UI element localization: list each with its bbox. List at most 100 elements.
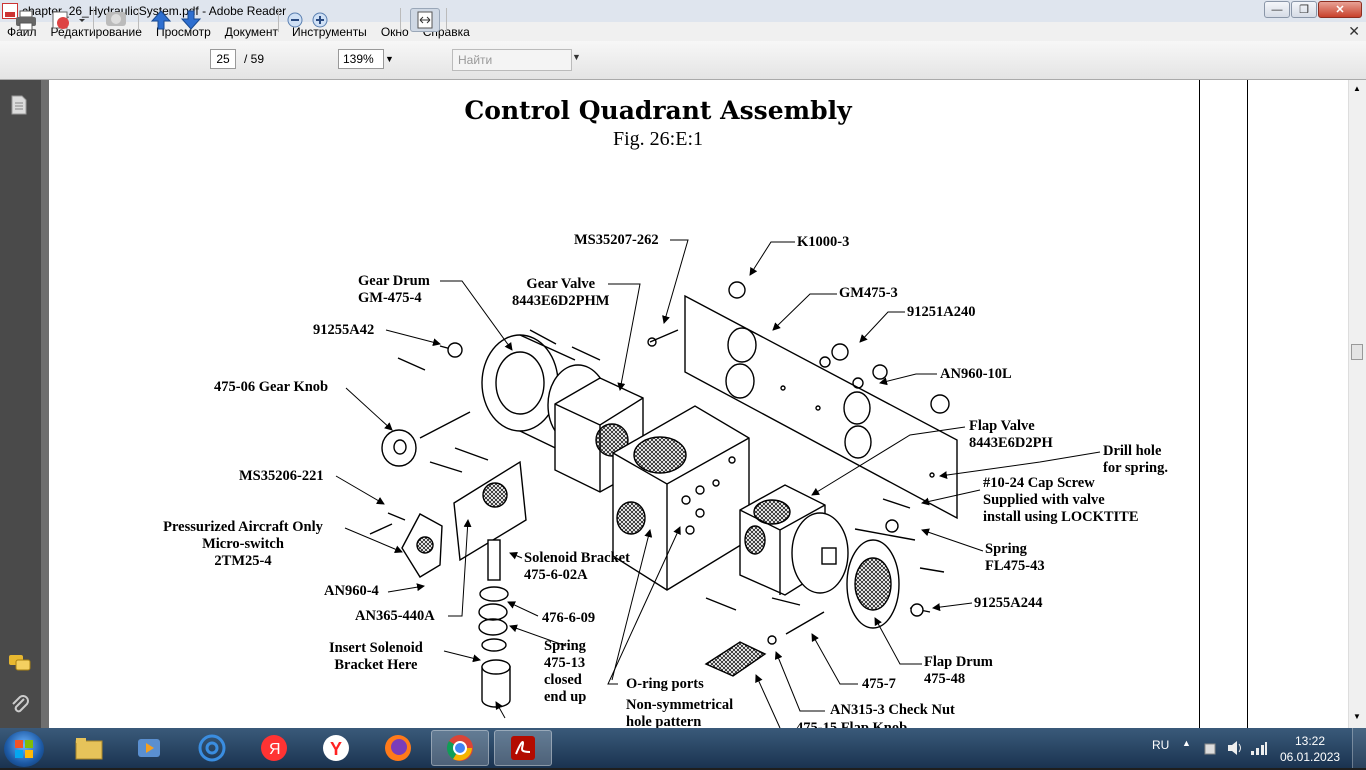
zoom-dropdown-icon[interactable]: ▼ xyxy=(385,54,394,64)
label-91251a240: 91251A240 xyxy=(907,304,976,320)
zoom-out-button[interactable] xyxy=(285,8,305,32)
label-flap-valve: Flap Valve 8443E6D2PH xyxy=(969,418,1053,451)
label-check-nut: AN315-3 Check Nut xyxy=(830,702,955,718)
share-button[interactable] xyxy=(48,8,86,32)
scrollbar-thumb[interactable] xyxy=(1351,344,1363,360)
label-cap-screw: #10-24 Cap Screw Supplied with valve ins… xyxy=(983,475,1139,525)
network-signal-icon[interactable] xyxy=(1250,740,1268,756)
arrow-up-icon xyxy=(150,10,172,30)
pdf-app-icon xyxy=(2,3,18,19)
taskbar-adobe-reader[interactable] xyxy=(494,730,552,766)
print-button[interactable] xyxy=(12,8,40,32)
safely-remove-icon[interactable] xyxy=(1202,740,1218,756)
label-476-6-09: 476-6-09 xyxy=(542,610,596,626)
maximize-button[interactable]: ❐ xyxy=(1291,1,1317,18)
menu-view[interactable]: Просмотр xyxy=(155,24,211,39)
zoom-in-button[interactable] xyxy=(310,8,330,32)
next-page-button[interactable] xyxy=(178,8,204,32)
zoom-level-input[interactable]: 139% xyxy=(338,49,384,69)
label-475-7: 475-7 xyxy=(862,676,896,692)
figure-subtitle: Fig. 26:E:1 xyxy=(612,128,703,150)
mail-at-icon xyxy=(198,734,226,762)
taskbar-chrome[interactable] xyxy=(431,730,489,766)
taskbar-yandex-browser[interactable]: Y xyxy=(307,730,365,766)
pages-panel-icon[interactable] xyxy=(9,94,29,116)
label-k1000-3: K1000-3 xyxy=(797,234,850,250)
label-gear-valve: Gear Valve 8443E6D2PHM xyxy=(512,276,610,309)
find-input[interactable]: Найти xyxy=(452,49,572,71)
show-desktop-button[interactable] xyxy=(1352,728,1366,768)
yandex-icon: Я xyxy=(261,735,287,761)
label-91255a42: 91255A42 xyxy=(313,322,375,338)
label-spring-fl475-43: Spring FL475-43 xyxy=(985,541,1045,574)
comment-button[interactable] xyxy=(102,8,130,32)
taskbar-mail[interactable] xyxy=(183,730,241,766)
yandex-browser-icon: Y xyxy=(323,735,349,761)
label-solenoid-bracket: Solenoid Bracket 475-6-02A xyxy=(524,550,630,583)
page-total: / 59 xyxy=(244,52,265,66)
taskbar-clock[interactable]: 13:22 06.01.2023 xyxy=(1280,733,1340,765)
clock-date: 06.01.2023 xyxy=(1280,750,1341,764)
adobe-reader-icon xyxy=(511,736,535,760)
language-indicator[interactable]: RU xyxy=(1152,738,1170,752)
fit-width-button[interactable] xyxy=(410,8,440,32)
menu-tools[interactable]: Инструменты xyxy=(291,24,367,39)
fit-width-icon xyxy=(417,11,433,29)
media-player-icon xyxy=(138,739,160,757)
tray-expand-icon[interactable]: ▲ xyxy=(1182,738,1191,748)
firefox-icon xyxy=(385,735,411,761)
zoom-in-icon xyxy=(312,12,328,28)
taskbar-firefox[interactable] xyxy=(369,730,427,766)
taskbar-media-player[interactable] xyxy=(120,730,178,766)
clock-time: 13:22 xyxy=(1294,734,1326,748)
menu-window[interactable]: Окно xyxy=(380,24,409,39)
label-micro-switch: Pressurized Aircraft Only Micro-switch 2… xyxy=(163,519,323,569)
label-ms35207-262: MS35207-262 xyxy=(574,232,659,248)
label-ms35206-221: MS35206-221 xyxy=(239,468,324,484)
find-dropdown-icon[interactable]: ▼ xyxy=(572,52,581,62)
label-an960-10l: AN960-10L xyxy=(940,366,1012,382)
close-button[interactable]: ✕ xyxy=(1318,1,1362,18)
svg-text:Y: Y xyxy=(330,739,342,759)
page-number-input[interactable]: 25 xyxy=(210,49,236,69)
zoom-out-icon xyxy=(287,12,303,28)
comments-panel-icon[interactable] xyxy=(8,653,32,673)
windows-logo-icon xyxy=(15,740,33,758)
share-icon xyxy=(52,11,85,29)
svg-text:Я: Я xyxy=(269,741,281,758)
volume-icon[interactable] xyxy=(1226,740,1244,756)
label-non-symmetrical: Non-symmetrical hole pattern xyxy=(626,697,734,728)
vertical-scrollbar[interactable]: ▲ ▼ xyxy=(1348,80,1366,728)
minimize-button[interactable]: — xyxy=(1264,1,1290,18)
previous-page-button[interactable] xyxy=(148,8,174,32)
navigation-panel xyxy=(0,80,41,728)
start-button[interactable] xyxy=(4,731,44,767)
close-document-icon[interactable]: ✕ xyxy=(1348,23,1360,39)
taskbar-yandex[interactable]: Я xyxy=(245,730,303,766)
window-title: chapter_26_HydraulicSystem.pdf - Adobe R… xyxy=(22,4,287,18)
title-bar: chapter_26_HydraulicSystem.pdf - Adobe R… xyxy=(0,0,1366,22)
label-flap-knob: 475-15 Flap Knob xyxy=(796,720,908,728)
menu-document[interactable]: Документ xyxy=(224,24,278,39)
label-gear-knob: 475-06 Gear Knob xyxy=(214,379,329,395)
label-an365-440a: AN365-440A xyxy=(355,608,435,624)
label-flap-drum: Flap Drum 475-48 xyxy=(924,654,993,687)
label-91255a244: 91255A244 xyxy=(974,595,1043,611)
print-icon xyxy=(16,10,36,31)
figure-title: Control Quadrant Assembly xyxy=(464,96,852,125)
label-drill-hole: Drill hole for spring. xyxy=(1103,443,1168,476)
attachments-icon[interactable] xyxy=(10,694,30,716)
page-margin-strip xyxy=(1199,80,1348,728)
label-gm475-3: GM475-3 xyxy=(839,285,898,301)
label-o-ring-ports: O-ring ports xyxy=(626,676,704,692)
chrome-icon xyxy=(446,735,473,761)
folder-icon xyxy=(75,738,103,760)
arrow-down-icon xyxy=(180,10,202,30)
comment-icon xyxy=(106,12,126,26)
menu-edit[interactable]: Редактирование xyxy=(50,24,142,39)
label-insert-solenoid: Insert Solenoid Bracket Here xyxy=(329,640,423,673)
label-gear-drum: Gear Drum GM-475-4 xyxy=(358,273,430,306)
taskbar-explorer[interactable] xyxy=(60,730,118,766)
taskbar xyxy=(0,728,1366,768)
